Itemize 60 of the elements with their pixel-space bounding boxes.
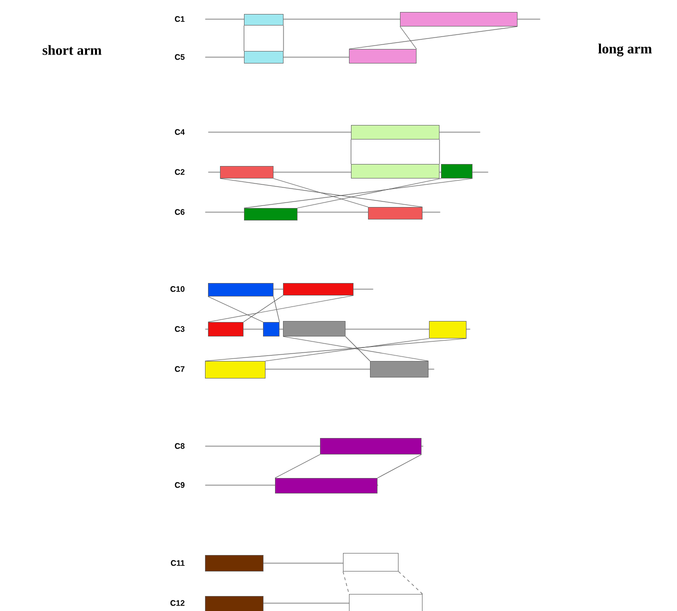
link-line — [208, 296, 264, 322]
chromosome-label: C3 — [174, 326, 184, 332]
link-line — [350, 139, 352, 164]
chromosome-label: C10 — [170, 286, 184, 292]
chromosome-label: C4 — [174, 129, 185, 135]
synteny-block — [351, 125, 440, 140]
link-line — [243, 295, 284, 322]
link-line — [342, 571, 350, 594]
link-line — [439, 139, 440, 164]
synteny-block — [349, 49, 416, 64]
chromosome-label: C5 — [174, 54, 185, 60]
link-line — [274, 454, 320, 478]
synteny-block — [349, 594, 422, 611]
synteny-block — [244, 51, 284, 64]
arm-label: long arm — [598, 44, 652, 56]
synteny-block — [429, 321, 466, 338]
link-line — [265, 338, 430, 362]
link-line — [273, 296, 280, 322]
synteny-block — [351, 164, 440, 178]
link-line — [273, 178, 368, 208]
synteny-block — [208, 283, 274, 296]
chromosome-label: C1 — [174, 16, 185, 22]
chromosome-label: C9 — [174, 482, 184, 488]
chromosome-label: C6 — [174, 209, 184, 215]
synteny-block — [275, 478, 378, 494]
synteny-block — [283, 321, 346, 336]
synteny-block — [343, 553, 398, 572]
synteny-block — [205, 361, 266, 378]
link-line — [204, 338, 467, 362]
link-line — [345, 336, 370, 362]
chromosome-label: C12 — [170, 600, 184, 606]
chromosome-label: C2 — [174, 169, 184, 175]
chromosome-label: C8 — [174, 443, 185, 449]
synteny-block — [368, 207, 422, 220]
synteny-block — [320, 438, 422, 454]
synteny-block — [400, 12, 518, 26]
chromosome-line — [263, 562, 344, 564]
link-line — [208, 295, 354, 322]
link-line — [220, 178, 423, 208]
synteny-block — [205, 596, 264, 611]
link-line — [244, 178, 473, 208]
synteny-block — [220, 166, 274, 178]
link-line — [400, 26, 417, 50]
synteny-block — [263, 322, 280, 336]
link-line — [297, 178, 442, 208]
link-line — [283, 25, 284, 52]
link-line — [282, 336, 429, 362]
chromosome-line — [263, 602, 350, 604]
chromosome-label: C11 — [170, 560, 185, 566]
link-line — [398, 571, 423, 594]
synteny-block — [370, 361, 428, 378]
link-line — [377, 454, 422, 478]
link-line — [348, 26, 518, 50]
synteny-block — [244, 208, 298, 220]
arm-label: short arm — [42, 45, 102, 55]
chromosome-label: C7 — [174, 366, 184, 372]
synteny-block — [208, 322, 244, 336]
synteny-block — [244, 14, 284, 26]
synteny-block — [441, 164, 472, 178]
synteny-block — [205, 555, 264, 572]
